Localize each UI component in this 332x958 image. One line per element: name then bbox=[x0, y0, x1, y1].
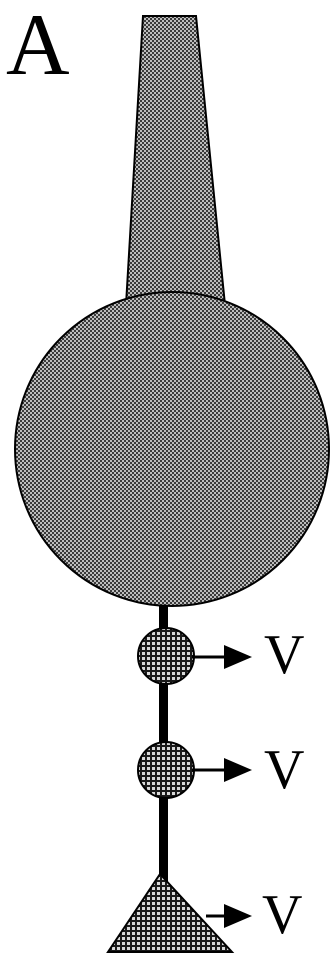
output-arrow-3 bbox=[206, 904, 252, 928]
axon-bouton-1 bbox=[138, 628, 194, 684]
output-label-3: V bbox=[262, 887, 302, 943]
panel-label: A bbox=[6, 2, 70, 90]
soma bbox=[15, 292, 329, 606]
axon-bouton-2 bbox=[138, 742, 194, 798]
output-label-1: V bbox=[264, 627, 304, 683]
output-arrow-1 bbox=[192, 645, 252, 669]
output-arrow-2 bbox=[192, 758, 252, 782]
output-label-2: V bbox=[264, 742, 304, 798]
axon-terminal bbox=[108, 874, 232, 952]
apical-dendrite bbox=[126, 16, 225, 305]
